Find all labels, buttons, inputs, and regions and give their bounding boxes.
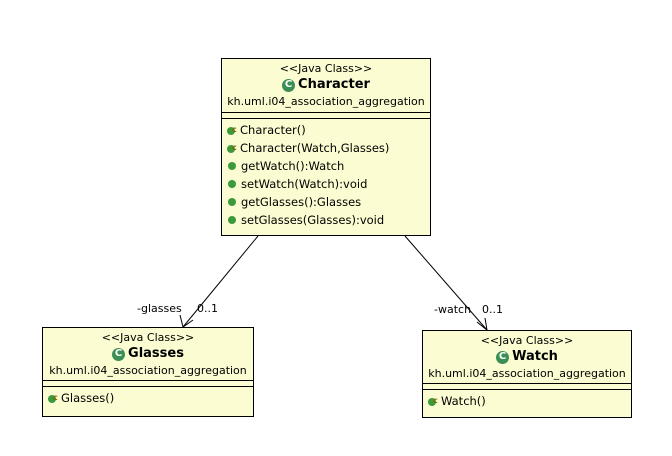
divider xyxy=(43,386,253,387)
operation-label: getWatch():Watch xyxy=(241,159,345,173)
class-box-watch[interactable]: <<Java Class>> C Watch kh.uml.i04_associ… xyxy=(422,330,632,418)
operation-label: getGlasses():Glasses xyxy=(241,195,362,209)
constructor-icon: c xyxy=(427,395,438,407)
divider xyxy=(423,383,631,384)
class-header: <<Java Class>> C Character kh.uml.i04_as… xyxy=(222,59,430,109)
operation-label: Character(Watch,Glasses) xyxy=(240,141,390,155)
operation-item[interactable]: getGlasses():Glasses xyxy=(226,193,430,211)
operation-item[interactable]: c Character() xyxy=(226,121,430,139)
operations-compartment: c Watch() xyxy=(423,390,631,413)
operation-label: setGlasses(Glasses):void xyxy=(241,213,385,227)
class-title: C Glasses xyxy=(43,345,253,363)
operation-item[interactable]: getWatch():Watch xyxy=(226,157,430,175)
class-box-character[interactable]: <<Java Class>> C Character kh.uml.i04_as… xyxy=(221,58,431,236)
association-line-watch[interactable] xyxy=(404,235,488,331)
association-line-glasses[interactable] xyxy=(182,235,259,328)
operation-item[interactable]: c Glasses() xyxy=(47,389,253,407)
class-name: Glasses xyxy=(128,346,184,361)
operations-compartment: c Character() c Character(Watch,Glasses)… xyxy=(222,119,430,232)
stereotype-label: <<Java Class>> xyxy=(101,331,195,344)
operation-item[interactable]: setGlasses(Glasses):void xyxy=(226,211,430,229)
operation-item[interactable]: setWatch(Watch):void xyxy=(226,175,430,193)
divider xyxy=(423,389,631,390)
operation-label: setWatch(Watch):void xyxy=(241,177,368,191)
divider xyxy=(43,380,253,381)
class-c-icon: C xyxy=(112,347,126,361)
stereotype-label: <<Java Class>> xyxy=(480,334,574,347)
divider xyxy=(222,112,430,113)
operation-label: Watch() xyxy=(441,394,486,408)
class-name: Watch xyxy=(512,349,558,364)
public-method-icon xyxy=(228,180,236,188)
class-header: <<Java Class>> C Watch kh.uml.i04_associ… xyxy=(423,331,631,381)
package-label: kh.uml.i04_association_aggregation xyxy=(428,367,626,380)
multiplicity-label-watch: 0..1 xyxy=(482,303,503,316)
constructor-icon: c xyxy=(226,124,237,136)
role-label-watch: -watch xyxy=(434,303,472,316)
class-header: <<Java Class>> C Glasses kh.uml.i04_asso… xyxy=(43,328,253,378)
divider xyxy=(222,118,430,119)
operation-label: Character() xyxy=(240,123,306,137)
constructor-icon: c xyxy=(47,392,58,404)
operation-item[interactable]: c Watch() xyxy=(427,392,631,410)
class-name: Character xyxy=(298,77,370,92)
operations-compartment: c Glasses() xyxy=(43,387,253,410)
stereotype-label: <<Java Class>> xyxy=(279,62,373,75)
public-method-icon xyxy=(228,198,236,206)
public-method-icon xyxy=(228,216,236,224)
class-title: C Watch xyxy=(423,348,631,366)
constructor-icon: c xyxy=(226,142,237,154)
operation-label: Glasses() xyxy=(61,391,115,405)
class-c-icon: C xyxy=(496,350,510,364)
public-method-icon xyxy=(228,162,236,170)
class-title: C Character xyxy=(222,76,430,94)
package-label: kh.uml.i04_association_aggregation xyxy=(49,364,247,377)
multiplicity-label-glasses: 0..1 xyxy=(197,302,218,315)
class-box-glasses[interactable]: <<Java Class>> C Glasses kh.uml.i04_asso… xyxy=(42,327,254,417)
operation-item[interactable]: c Character(Watch,Glasses) xyxy=(226,139,430,157)
class-c-icon: C xyxy=(282,78,296,92)
role-label-glasses: -glasses xyxy=(137,302,182,315)
package-label: kh.uml.i04_association_aggregation xyxy=(227,95,425,108)
